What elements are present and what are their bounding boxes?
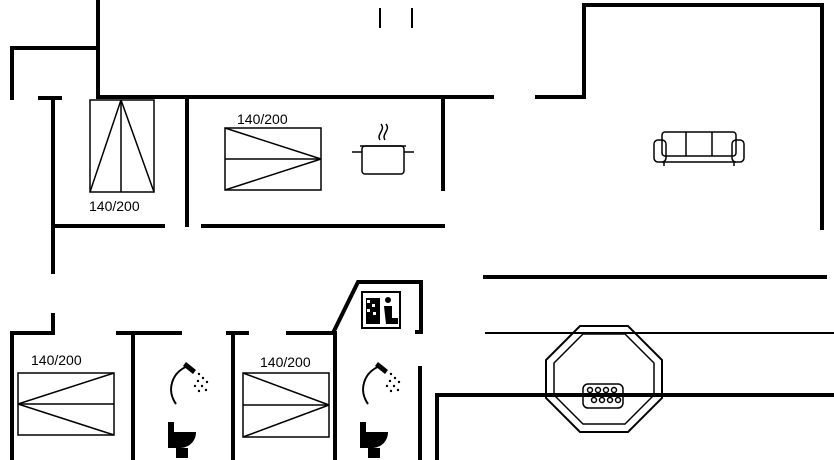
pot-icon — [352, 123, 414, 175]
shower-icon — [362, 362, 401, 405]
toilet-icon — [360, 422, 388, 458]
bed-size-label: 140/200 — [260, 354, 311, 370]
bedroom-top-middle: 140/200 — [224, 111, 322, 191]
whirlpool-icon — [545, 325, 663, 433]
sauna-icon — [361, 291, 401, 329]
toilet-icon — [168, 422, 196, 458]
bathroom-right — [360, 362, 401, 458]
bathroom-left — [168, 362, 209, 458]
sofa-icon — [653, 131, 745, 166]
bed-size-label: 140/200 — [31, 352, 82, 368]
bed-size-label: 140/200 — [89, 198, 140, 214]
bed-icon — [89, 99, 155, 193]
bed-icon — [224, 127, 322, 191]
bedroom-top-left: 140/200 — [89, 99, 155, 214]
bed-size-label: 140/200 — [237, 111, 288, 127]
bed-icon — [17, 372, 115, 436]
bedroom-bottom-left: 140/200 — [17, 352, 115, 436]
walls — [10, 0, 834, 460]
bed-icon — [242, 372, 330, 438]
shower-icon — [170, 362, 209, 405]
bedroom-bottom-middle: 140/200 — [242, 354, 330, 438]
